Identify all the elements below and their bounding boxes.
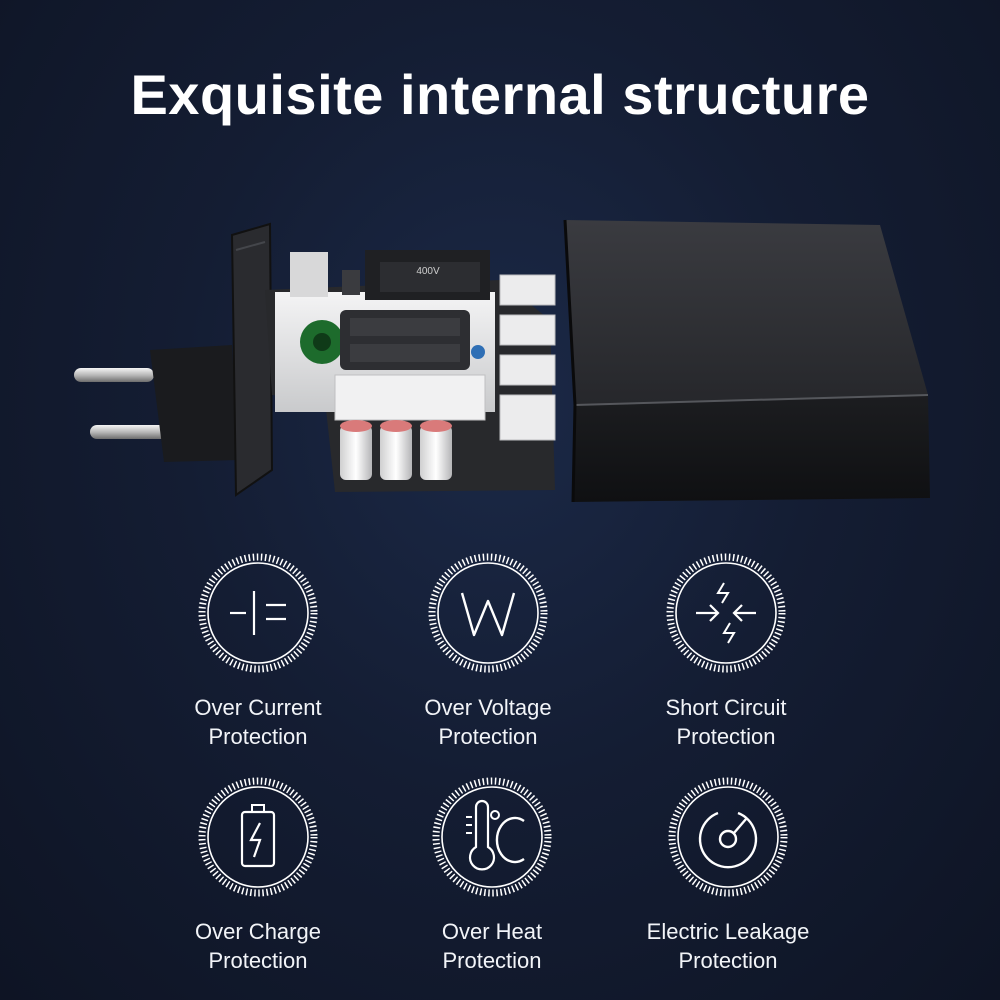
- capacitors: [340, 420, 452, 480]
- heat-sink: [334, 374, 486, 421]
- battery-charge-icon: [198, 777, 318, 897]
- svg-text:400V: 400V: [416, 266, 440, 277]
- voltage-icon: [428, 553, 548, 673]
- plug-pin-top: [74, 368, 154, 382]
- usb-ports: [499, 274, 556, 441]
- page-title: Exquisite internal structure: [130, 63, 870, 126]
- plug-pin-bottom: [90, 425, 170, 439]
- charger-body-front: [573, 395, 930, 502]
- charger-exploded-image: 400V: [74, 219, 930, 503]
- leakage-icon: [668, 777, 788, 897]
- short-circuit-icon: [666, 553, 786, 673]
- current-icon: [198, 553, 318, 673]
- plug-head: [150, 345, 238, 462]
- face-plate: [230, 222, 274, 497]
- thermometer-icon: [432, 777, 552, 897]
- charger-body-top: [565, 220, 928, 405]
